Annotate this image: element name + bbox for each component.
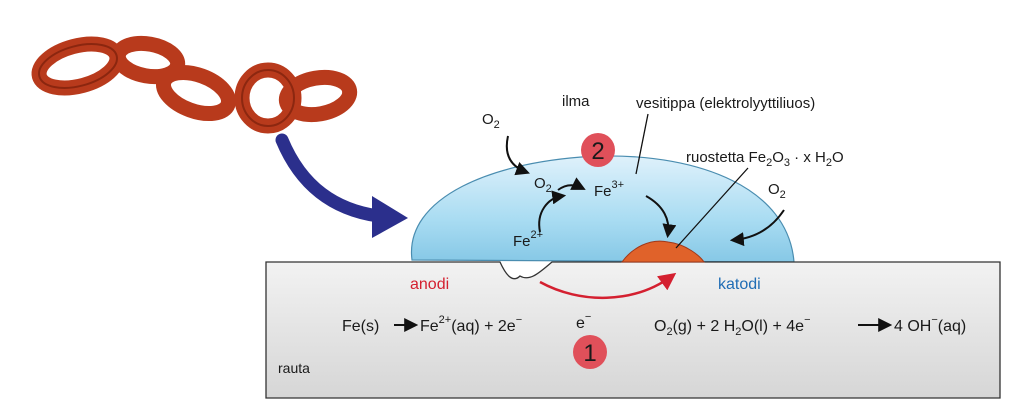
anode-equation-right: Fe2+(aq) + 2e− bbox=[420, 314, 522, 335]
rust-label: ruostetta Fe2O3 · x H2O bbox=[686, 149, 844, 169]
droplet-leader-line bbox=[635, 113, 649, 175]
step-2-label: 2 bbox=[591, 138, 604, 165]
o2-drop-label: O2 bbox=[534, 175, 552, 195]
o2-to-fe3-arrow bbox=[557, 177, 586, 191]
o2-in-arrow bbox=[505, 135, 530, 176]
fe3-to-rust-arrow bbox=[645, 195, 677, 239]
anode-equation-left: Fe(s) bbox=[342, 318, 379, 335]
rust-deposit bbox=[621, 240, 705, 263]
iron-block bbox=[265, 261, 1001, 399]
fe2-label: Fe2+ bbox=[513, 229, 543, 250]
step-1-label: 1 bbox=[583, 340, 596, 367]
chain-link bbox=[110, 35, 186, 85]
chain-link bbox=[278, 69, 358, 123]
electron-flow-arrow bbox=[539, 272, 677, 300]
water-droplet bbox=[410, 155, 795, 263]
iron-label: rauta bbox=[278, 360, 310, 376]
fe2-to-fe3-arrow bbox=[538, 190, 567, 233]
electron-label: e− bbox=[576, 311, 591, 332]
o2-cathode-arrow bbox=[729, 209, 785, 247]
fe3-label: Fe3+ bbox=[594, 179, 624, 200]
rust-leader-line bbox=[675, 167, 749, 249]
air-label: ilma bbox=[562, 93, 590, 110]
o2-right-label: O2 bbox=[768, 181, 786, 201]
droplet-label: vesitippa (elektrolyyttiliuos) bbox=[636, 95, 815, 112]
anode-label: anodi bbox=[410, 276, 449, 293]
chain-link bbox=[155, 64, 237, 122]
cathode-label: katodi bbox=[718, 276, 761, 293]
cathode-equation-left: O2(g) + 2 H2O(l) + 4e− bbox=[654, 314, 811, 338]
o2-top-label: O2 bbox=[482, 111, 500, 131]
step-2-marker bbox=[581, 133, 615, 167]
cathode-equation-right: 4 OH−(aq) bbox=[894, 314, 966, 335]
pointer-arrow bbox=[275, 133, 385, 223]
step-1-marker bbox=[573, 335, 607, 369]
pointer-arrow-head bbox=[372, 196, 408, 238]
chain-illustration bbox=[31, 35, 358, 134]
